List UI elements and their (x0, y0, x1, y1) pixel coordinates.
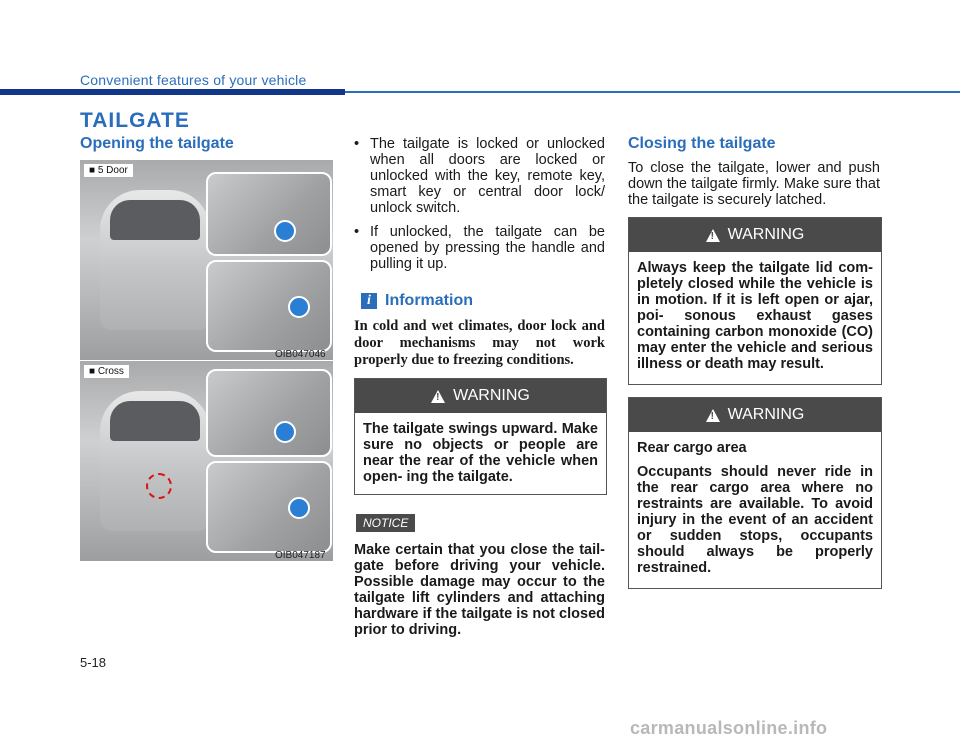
tailgate-photo-5door: ■ 5 Door (80, 160, 333, 360)
warning-box-cargo: WARNING Rear cargo area Occupants should… (628, 397, 882, 589)
information-title: Information (385, 292, 473, 309)
handle-closeup-inset (206, 369, 332, 457)
closing-text: To close the tailgate, lower and push do… (628, 160, 880, 208)
closing-heading: Closing the tailgate (628, 135, 776, 152)
notice-text: Make certain that you close the tail- ga… (354, 542, 605, 638)
header-rule-dark (0, 89, 345, 95)
rear-window-illustration (110, 200, 200, 240)
warning-triangle-icon (705, 228, 720, 242)
header-rule (0, 89, 960, 95)
open-tailgate-inset (206, 260, 332, 352)
notice-badge: NOTICE (356, 514, 416, 532)
warning-text: The tailgate swings upward. Make sure no… (363, 421, 598, 485)
opening-heading: Opening the tailgate (80, 135, 234, 152)
warning-header: WARNING (355, 379, 606, 413)
warning-label: WARNING (453, 387, 530, 404)
photo-tag-5door: ■ 5 Door (84, 164, 133, 177)
press-arrow-icon (274, 421, 296, 443)
warning-label: WARNING (727, 226, 805, 243)
watermark-url: carmanualsonline.info (630, 718, 828, 738)
page-title: TAILGATE (80, 109, 190, 132)
information-header: i Information (361, 292, 473, 310)
lift-arrow-icon (288, 497, 310, 519)
information-icon: i (361, 293, 377, 309)
press-arrow-icon (274, 220, 296, 242)
warning-box-swing: WARNING The tailgate swings upward. Make… (354, 378, 607, 495)
photo-code-5door: OIB047046 (275, 349, 326, 360)
warning-triangle-icon (431, 389, 446, 403)
photo-code-cross: OIB047187 (275, 550, 326, 561)
warning-box-closed: WARNING Always keep the tailgate lid com… (628, 217, 882, 385)
warning-subtitle: Rear cargo area (637, 440, 747, 456)
opening-bullets: The tailgate is locked or unlocked when … (352, 136, 605, 272)
bullet-lock: The tailgate is locked or unlocked when … (352, 136, 605, 216)
information-text: In cold and wet climates, door lock and … (354, 318, 605, 368)
warning-triangle-icon (705, 408, 720, 422)
tailgate-photo-cross: ■ Cross (80, 361, 333, 561)
warning-text: Occupants should never ride in the rear … (637, 464, 873, 576)
photo-tag-cross: ■ Cross (84, 365, 129, 378)
page-number: 5-18 (80, 655, 107, 670)
warning-label: WARNING (727, 406, 805, 423)
bullet-unlock: If unlocked, the tailgate can be opened … (352, 224, 605, 272)
warning-body: Rear cargo area Occupants should never r… (629, 432, 881, 584)
lift-arrow-icon (288, 296, 310, 318)
header-rule-light (345, 91, 960, 93)
handle-location-marker (146, 473, 172, 499)
warning-header: WARNING (629, 218, 881, 252)
section-title: Convenient features of your vehicle (80, 72, 307, 88)
rear-window-illustration (110, 401, 200, 441)
open-tailgate-inset (206, 461, 332, 553)
handle-closeup-inset (206, 172, 332, 256)
warning-header: WARNING (629, 398, 881, 432)
warning-text: Always keep the tailgate lid com- pletel… (637, 260, 873, 372)
